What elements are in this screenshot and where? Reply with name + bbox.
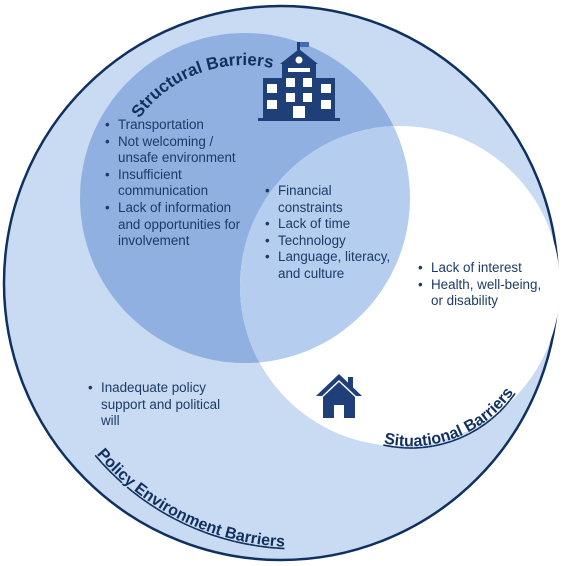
structural-barriers-list: Transportation Not welcoming / unsafe en… xyxy=(105,117,255,250)
list-item: Not welcoming / unsafe environment xyxy=(105,134,255,167)
overlap-barriers-list: Financial constraints Lack of time Techn… xyxy=(265,183,400,283)
situational-barriers-list: Lack of interest Health, well-being, or … xyxy=(418,260,548,310)
school-building-icon xyxy=(258,42,340,121)
list-item: Transportation xyxy=(105,117,255,134)
list-item: Inadequate policy support and political … xyxy=(88,380,238,430)
list-item: Lack of information and opportunities fo… xyxy=(105,200,255,250)
list-item: Language, literacy, and culture xyxy=(265,249,400,282)
list-item: Technology xyxy=(265,233,400,250)
list-item: Lack of interest xyxy=(418,260,548,277)
policy-environment-barriers-list: Inadequate policy support and political … xyxy=(88,380,238,430)
list-item: Lack of time xyxy=(265,216,400,233)
house-icon xyxy=(316,374,362,418)
list-item: Financial constraints xyxy=(265,183,400,216)
list-item: Insufficient communication xyxy=(105,167,255,200)
list-item: Health, well-being, or disability xyxy=(418,277,548,310)
